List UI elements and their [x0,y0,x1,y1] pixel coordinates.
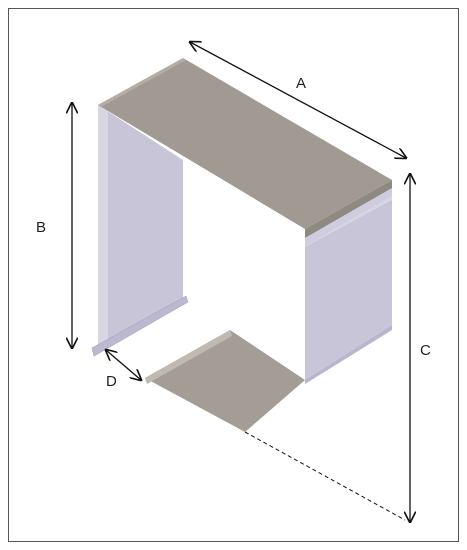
dimension-b-label: B [36,219,46,236]
dimension-c-label: C [420,342,431,359]
dimension-c-extension-line [244,431,406,521]
dimension-a-arrow [190,42,406,158]
dimension-d: D [106,350,141,390]
bottom-panel [145,330,305,432]
dimension-a-label: A [296,75,306,92]
dimension-c: C [244,174,431,522]
left-side-panel [91,105,189,357]
dimension-d-label: D [106,373,117,390]
dimension-d-arrow [106,350,141,380]
dimension-a: A [190,42,406,158]
dimension-b: B [36,103,72,348]
